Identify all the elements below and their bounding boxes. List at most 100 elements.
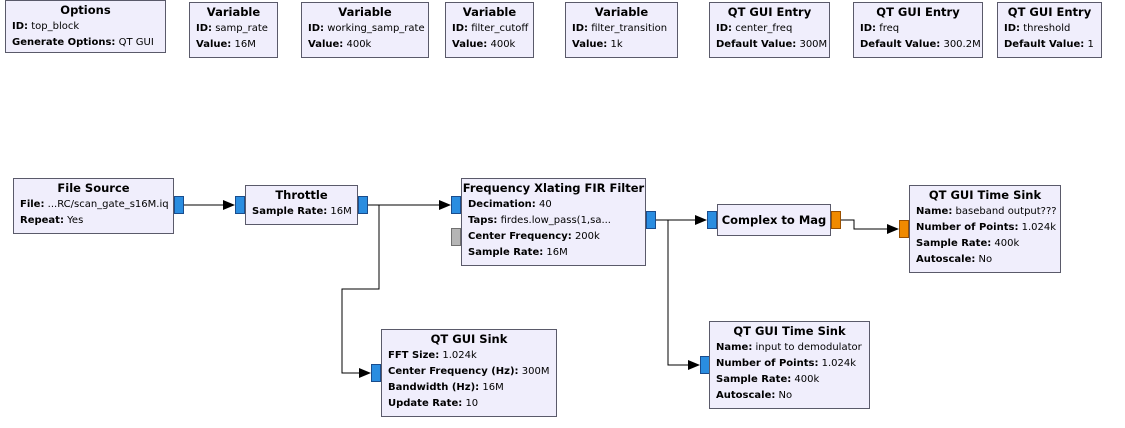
param-key: Name:	[716, 342, 753, 353]
param-key: Bandwidth (Hz):	[388, 382, 480, 393]
param-value: 400k	[994, 238, 1020, 249]
param-key: Generate Options:	[12, 37, 116, 48]
xlating-input-port[interactable]	[451, 196, 461, 214]
param-key: Value:	[452, 39, 488, 50]
file-source-output-port[interactable]	[174, 196, 184, 214]
baseband-sink-input-port[interactable]	[899, 220, 909, 238]
block-title: Variable	[338, 5, 392, 19]
param-key: Autoscale:	[916, 254, 976, 265]
block-title: File Source	[57, 181, 130, 195]
param-value: 16M	[546, 247, 568, 258]
param-value: 16M	[482, 382, 504, 393]
param-value: top_block	[31, 21, 80, 32]
param-value: 16M	[330, 206, 352, 217]
param-value: No	[778, 390, 793, 401]
block-title: QT GUI Time Sink	[928, 188, 1042, 202]
param-value: 1.024k	[821, 358, 857, 369]
block-title: QT GUI Entry	[876, 5, 960, 19]
qt-entry-block-threshold[interactable]: QT GUI Entry ID: threshold Default Value…	[997, 2, 1102, 58]
block-title: Options	[60, 3, 111, 17]
param-value: samp_rate	[215, 23, 268, 34]
param-value: 400k	[794, 374, 820, 385]
param-key: Value:	[196, 39, 232, 50]
gui-sink-input-port[interactable]	[371, 364, 381, 382]
throttle-block[interactable]: Throttle Sample Rate: 16M	[245, 185, 358, 225]
param-value: filter_cutoff	[471, 23, 529, 34]
xlating-taps-input-port[interactable]	[451, 228, 461, 246]
param-key: Center Frequency (Hz):	[388, 366, 519, 377]
param-key: Decimation:	[468, 199, 536, 210]
param-key: Value:	[572, 39, 608, 50]
param-value: 40	[539, 199, 552, 210]
block-title: QT GUI Entry	[727, 5, 812, 19]
block-title: QT GUI Time Sink	[733, 324, 846, 338]
connection-c2mag-to-baseband-sink[interactable]	[841, 219, 899, 234]
qt-entry-block-freq[interactable]: QT GUI Entry ID: freq Default Value: 300…	[853, 2, 983, 58]
param-key: Taps:	[468, 215, 498, 226]
param-value: 1	[1087, 39, 1094, 50]
qt-time-sink-baseband-block[interactable]: QT GUI Time Sink Name: baseband output??…	[909, 185, 1061, 273]
param-key: ID:	[452, 23, 469, 34]
block-title: Variable	[594, 5, 649, 19]
param-key: ID:	[572, 23, 589, 34]
block-title: Variable	[462, 5, 517, 19]
param-value: 10	[465, 398, 479, 409]
param-key: Sample Rate:	[468, 247, 544, 258]
qt-time-sink-demod-block[interactable]: QT GUI Time Sink Name: input to demodula…	[709, 321, 870, 409]
throttle-output-port[interactable]	[358, 196, 368, 214]
param-value: freq	[879, 23, 900, 34]
param-value: 400k	[490, 39, 516, 50]
param-key: ID:	[196, 23, 213, 34]
xlating-output-port[interactable]	[646, 211, 656, 229]
qt-entry-block-center-freq[interactable]: QT GUI Entry ID: center_freq Default Val…	[709, 2, 830, 58]
c2mag-output-port[interactable]	[831, 211, 841, 229]
param-value: 200k	[574, 231, 600, 242]
param-key: Repeat:	[20, 215, 64, 226]
param-value: No	[978, 254, 993, 265]
param-value: 1k	[610, 39, 623, 50]
param-key: Default Value:	[860, 39, 941, 50]
param-value: threshold	[1023, 23, 1071, 34]
param-value: QT GUI	[118, 37, 154, 48]
qt-gui-sink-block[interactable]: QT GUI Sink FFT Size: 1.024k Center Freq…	[381, 329, 557, 417]
variable-block-filter-cutoff[interactable]: Variable ID: filter_cutoff Value: 400k	[445, 2, 534, 58]
throttle-input-port[interactable]	[235, 196, 245, 214]
c2mag-input-port[interactable]	[707, 211, 717, 229]
param-key: Center Frequency:	[468, 231, 572, 242]
param-value: ...RC/scan_gate_s16M.iq	[47, 199, 169, 210]
param-key: Update Rate:	[388, 398, 463, 409]
param-value: 1.024k	[442, 350, 477, 361]
options-block[interactable]: Options ID: top_block Generate Options: …	[5, 0, 166, 53]
complex-to-mag-block[interactable]: Complex to Mag	[717, 204, 831, 236]
param-key: ID:	[860, 23, 877, 34]
param-key: Autoscale:	[716, 390, 776, 401]
param-key: ID:	[716, 23, 733, 34]
param-value: filter_transition	[591, 23, 668, 34]
param-value: 300M	[521, 366, 550, 377]
block-title: Variable	[206, 5, 261, 19]
frequency-xlating-fir-filter-block[interactable]: Frequency Xlating FIR Filter Decimation:…	[461, 178, 646, 266]
param-key: File:	[20, 199, 45, 210]
connection-xlating-to-demod-sink[interactable]	[656, 219, 700, 370]
param-value: 300.2M	[943, 39, 981, 50]
variable-block-working-samp-rate[interactable]: Variable ID: working_samp_rate Value: 40…	[301, 2, 429, 58]
param-key: ID:	[308, 23, 325, 34]
file-source-block[interactable]: File Source File: ...RC/scan_gate_s16M.i…	[13, 178, 174, 234]
variable-block-samp-rate[interactable]: Variable ID: samp_rate Value: 16M	[189, 2, 278, 58]
block-title: Throttle	[275, 188, 328, 202]
block-title: QT GUI Entry	[1007, 5, 1092, 19]
param-value: baseband output???	[955, 206, 1057, 217]
param-value: input to demodulator	[755, 342, 862, 353]
param-key: Default Value:	[716, 39, 797, 50]
param-value: 400k	[346, 39, 372, 50]
param-value: working_samp_rate	[327, 23, 425, 34]
connection-throttle-to-gui-sink[interactable]	[341, 204, 380, 378]
block-title: QT GUI Sink	[430, 332, 508, 346]
param-key: Sample Rate:	[716, 374, 792, 385]
block-title: Frequency Xlating FIR Filter	[462, 181, 645, 195]
param-key: Sample Rate:	[916, 238, 992, 249]
param-key: Sample Rate:	[252, 206, 328, 217]
param-key: FFT Size:	[388, 350, 440, 361]
variable-block-filter-transition[interactable]: Variable ID: filter_transition Value: 1k	[565, 2, 678, 58]
